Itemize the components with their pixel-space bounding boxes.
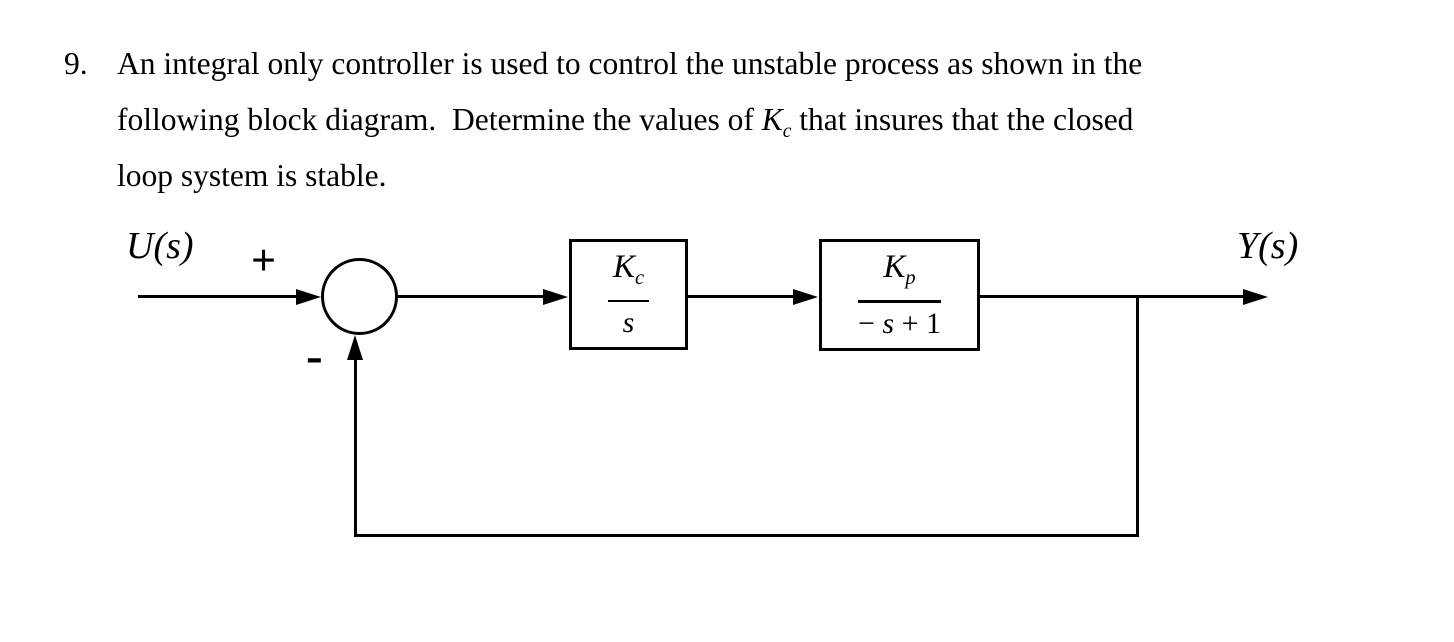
controller-numerator: Kc <box>608 247 649 300</box>
process-denominator: − s + 1 <box>858 303 941 343</box>
process-arrowhead-icon <box>793 288 818 305</box>
process-block: Kp − s + 1 <box>819 239 980 351</box>
controller-denominator: s <box>623 302 635 342</box>
input-signal-label: U(s) <box>126 225 194 267</box>
math-symbol-kc: K <box>761 101 783 137</box>
math-symbol-s: s <box>622 306 635 340</box>
sum-to-controller-line <box>397 295 547 299</box>
controller-arrowhead-icon <box>543 288 568 305</box>
process-transfer-function: Kp − s + 1 <box>857 247 942 343</box>
input-line <box>138 295 306 299</box>
problem-text-line-2: following block diagram. Determine the v… <box>117 98 1142 154</box>
math-subscript-p: p <box>905 267 916 290</box>
math-minus: − <box>857 306 883 340</box>
output-arrowhead-icon <box>1243 288 1268 305</box>
fraction-bar <box>857 300 942 303</box>
problem-text-line-3: loop system is stable. <box>117 154 1142 210</box>
feedback-arrowhead-icon <box>347 335 364 360</box>
math-subscript-c: c <box>782 120 792 142</box>
controller-block: Kc s <box>569 239 688 350</box>
plus-sign-label: + <box>251 236 277 285</box>
fraction-bar <box>607 299 650 303</box>
problem-statement: 9. An integral only controller is used t… <box>64 42 1142 209</box>
math-symbol-kc: K <box>612 248 635 285</box>
summing-junction <box>321 258 398 335</box>
output-line <box>979 295 1246 299</box>
text-segment: following block diagram. Determine the v… <box>117 101 762 137</box>
math-subscript-c: c <box>634 266 645 289</box>
controller-to-process-line <box>687 295 797 299</box>
math-plus-one: + 1 <box>894 306 942 340</box>
input-arrowhead-icon <box>296 288 321 305</box>
math-symbol-s: s <box>882 306 895 340</box>
problem-text-line-1: An integral only controller is used to c… <box>117 42 1142 98</box>
feedback-return-line <box>353 356 357 537</box>
feedback-tap-line <box>1135 297 1139 537</box>
controller-transfer-function: Kc s <box>607 247 650 343</box>
minus-sign-label: - <box>306 327 323 383</box>
text-segment: that insures that the closed <box>791 101 1134 137</box>
feedback-bottom-line <box>353 534 1139 538</box>
output-signal-label: Y(s) <box>1237 225 1299 267</box>
process-numerator: Kp <box>878 247 920 300</box>
problem-text: An integral only controller is used to c… <box>117 42 1142 209</box>
problem-number: 9. <box>64 46 88 81</box>
text-segment: loop system is stable. <box>117 157 387 193</box>
text-segment: An integral only controller is used to c… <box>117 46 1143 81</box>
math-symbol-kp: K <box>883 249 906 286</box>
